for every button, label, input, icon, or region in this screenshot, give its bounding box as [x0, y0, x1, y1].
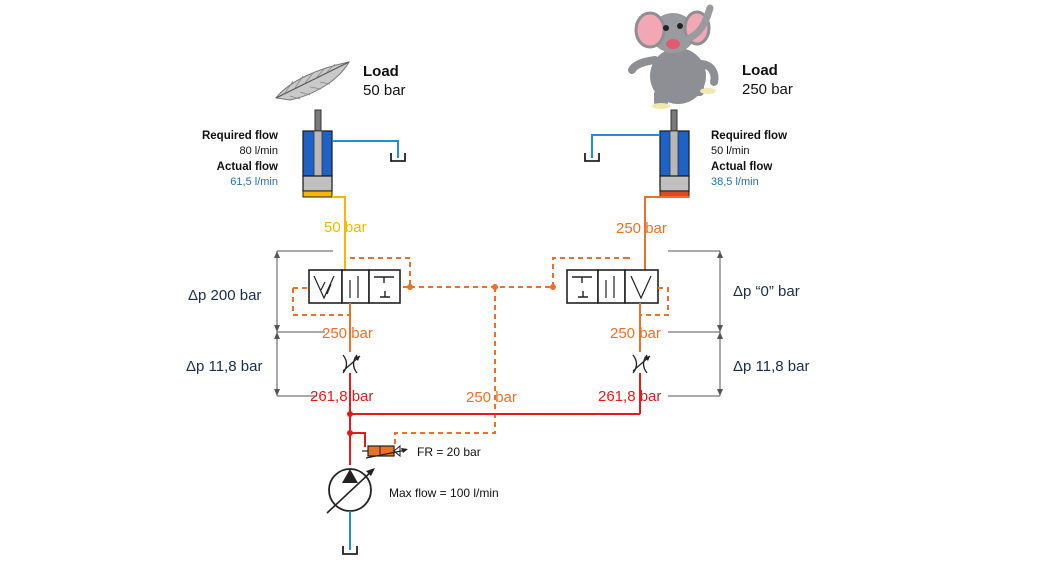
right-valve-delta: Δp “0” bar — [733, 283, 800, 300]
left-orifice-delta: Δp 11,8 bar — [186, 358, 262, 375]
left-load-title: Load — [363, 63, 399, 80]
right-required-flow-value: 50 l/min — [711, 145, 750, 157]
pump-icon — [326, 468, 375, 514]
left-cylinder-pressure: 50 bar — [324, 219, 367, 236]
right-orifice-delta: Δp 11,8 bar — [733, 358, 809, 375]
right-actual-flow-value: 38,5 l/min — [711, 176, 759, 188]
tank-icon — [390, 153, 406, 162]
left-load-pressure: 50 bar — [363, 82, 406, 99]
left-supply-pressure: 261,8 bar — [310, 388, 373, 405]
right-valve-icon — [566, 269, 659, 304]
left-required-flow-label: Required flow — [202, 130, 278, 142]
right-after-valve-pressure: 250 bar — [610, 325, 661, 342]
load-sense-pressure: 250 bar — [466, 389, 517, 406]
regulator-label: FR = 20 bar — [417, 445, 481, 459]
right-supply-pressure: 261,8 bar — [598, 388, 661, 405]
right-cylinder-icon — [659, 109, 690, 198]
left-actual-flow-label: Actual flow — [217, 161, 278, 173]
left-valve-icon — [308, 269, 401, 304]
tank-icon — [584, 153, 600, 162]
orifice-icon — [342, 354, 361, 374]
feather-icon — [275, 61, 350, 101]
tank-icon — [342, 546, 358, 555]
max-flow-label: Max flow = 100 l/min — [389, 486, 499, 500]
right-cylinder-pressure: 250 bar — [616, 220, 667, 237]
right-actual-flow-label: Actual flow — [711, 161, 772, 173]
orifice-icon — [632, 354, 651, 374]
right-load-title: Load — [742, 62, 778, 79]
right-load-pressure: 250 bar — [742, 81, 793, 98]
elephant-icon — [628, 4, 719, 109]
right-required-flow-label: Required flow — [711, 130, 787, 142]
left-after-valve-pressure: 250 bar — [322, 325, 373, 342]
left-valve-delta: Δp 200 bar — [188, 287, 261, 304]
left-cylinder-icon — [302, 109, 333, 198]
left-actual-flow-value: 61,5 l/min — [230, 176, 278, 188]
regulator-icon — [362, 444, 408, 459]
left-required-flow-value: 80 l/min — [239, 145, 278, 157]
